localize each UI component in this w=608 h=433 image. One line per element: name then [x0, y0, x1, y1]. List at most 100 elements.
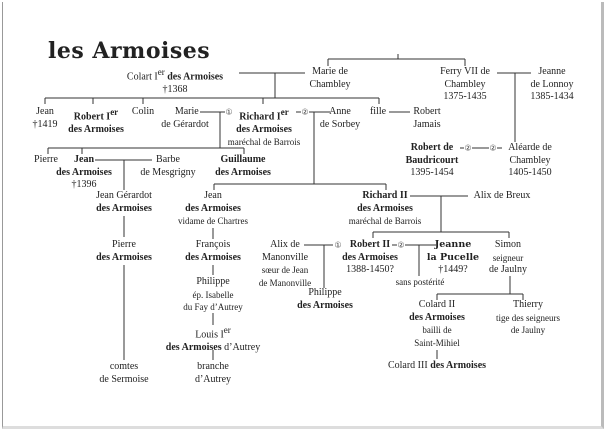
surname: des Armoises: [165, 341, 222, 353]
person-colard-3: Colard III des Armoises: [388, 360, 486, 373]
line: de Sorbey: [319, 118, 361, 130]
surname: des Armoises: [409, 311, 465, 323]
line: fille: [369, 106, 387, 117]
line: du Fay d’Autrey: [183, 302, 243, 312]
surname: des Armoises: [430, 360, 487, 371]
person-thierry: Thierry tige des seigneurs de Jaulny: [496, 299, 560, 337]
person-fille: fille: [370, 106, 386, 119]
surname: des Armoises: [96, 202, 152, 214]
line: Robert: [413, 106, 441, 117]
line: sœur de Jean: [261, 265, 309, 275]
line: Saint-Mihiel: [414, 337, 460, 348]
line: de Jaulny: [510, 325, 546, 335]
surname: des Armoises: [96, 251, 152, 263]
line: comtes: [109, 361, 139, 372]
date: 1405-1450: [508, 167, 552, 178]
name: Colart I: [126, 71, 158, 83]
line: la Pucelle: [426, 251, 480, 263]
surname: des Armoises: [236, 123, 292, 135]
line: Colard II: [418, 299, 456, 310]
date: †1396: [71, 179, 97, 190]
person-alix-breux: Alix de Breux: [474, 190, 531, 203]
marriage-2-mark: ②: [464, 143, 472, 153]
sans-posterite-note: sans postérité: [395, 277, 445, 287]
line: Thierry: [512, 299, 543, 310]
sup: er: [110, 107, 119, 117]
line: Jeanne: [538, 66, 566, 77]
surname: des Armoises: [215, 166, 271, 178]
line: Aléarde de: [508, 142, 552, 153]
surname: des Armoises: [167, 71, 224, 83]
line: de Sermoise: [99, 373, 149, 385]
date: 1375-1435: [443, 91, 487, 102]
surname: des Armoises: [297, 299, 353, 311]
line: Ferry VII de: [440, 66, 490, 77]
person-colin: Colin: [132, 106, 154, 119]
marriage-1-mark: ①: [225, 107, 233, 117]
name: Guillaume: [220, 154, 266, 165]
date: 1388-1450?: [346, 264, 394, 275]
line: Philippe: [308, 287, 342, 298]
line: Jean: [204, 190, 222, 201]
date: †1368: [162, 83, 188, 95]
name: Jean: [74, 154, 94, 165]
line: tige des seigneurs: [496, 312, 560, 323]
surname: des Armoises: [342, 251, 398, 263]
line: Anne: [329, 106, 351, 117]
line: bailli de: [422, 325, 452, 335]
line: Colard III: [387, 360, 428, 371]
name: Louis I: [195, 329, 224, 341]
line: Jamais: [413, 118, 441, 130]
marriage-2-mark: ②: [301, 107, 309, 117]
marriage-2-mark: ②: [489, 143, 497, 153]
person-robert-1: Robert Ier des Armoises: [68, 106, 124, 136]
line: d’Autrey: [194, 373, 232, 385]
date: †1449?: [438, 264, 468, 275]
surname: des Armoises: [56, 166, 112, 178]
name: Robert I: [73, 111, 111, 123]
line: seigneur: [492, 252, 524, 263]
line: de Jaulny: [488, 264, 528, 275]
suffix: d’Autrey: [224, 341, 261, 353]
line: de Gérardot: [161, 118, 209, 130]
person-pierre: Pierre: [34, 154, 58, 167]
line: ép. Isabelle: [192, 289, 234, 300]
surname: des Armoises: [357, 202, 413, 214]
surname: des Armoises: [185, 251, 241, 263]
title: maréchal de Barrois: [227, 137, 301, 148]
line: de Lonnoy: [530, 78, 574, 90]
line: branche: [197, 361, 229, 372]
line: Baudricourt: [405, 154, 459, 166]
line: Pierre: [112, 239, 136, 250]
name: Robert II: [349, 239, 391, 250]
marriage-2-mark: ②: [397, 240, 405, 250]
line: Jeanne: [434, 239, 472, 250]
surname: des Armoises: [68, 123, 124, 135]
line: de Mesgrigny: [140, 166, 196, 178]
date: †1419: [32, 118, 58, 130]
line: François: [195, 239, 231, 250]
